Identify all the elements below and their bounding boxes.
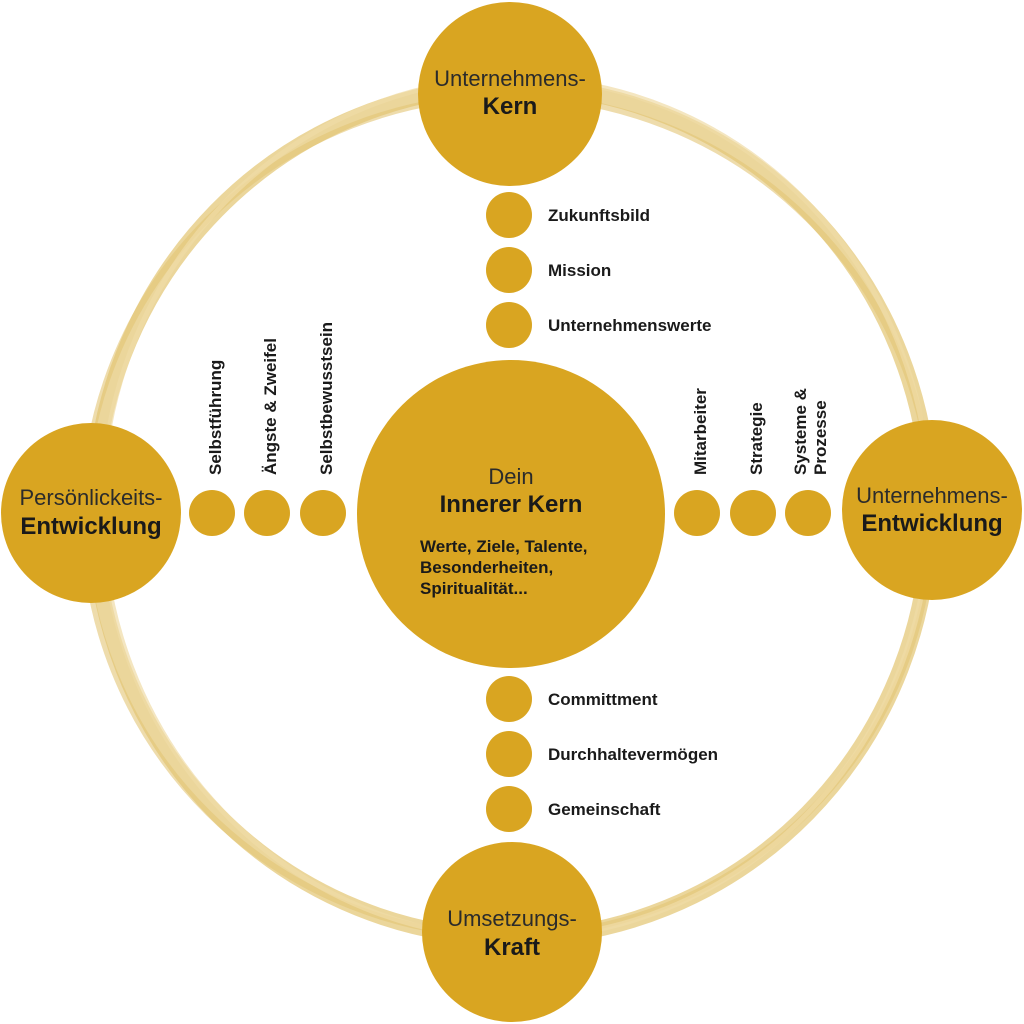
bottom-item-label: Durchhaltevermögen xyxy=(548,745,718,764)
bottom-node: Umsetzungs- Kraft xyxy=(422,842,602,1022)
left-item-dot xyxy=(244,490,290,536)
left-node: Persönlickeits- Entwicklung xyxy=(1,423,181,603)
right-node-light: Unternehmens- xyxy=(856,483,1008,508)
right-item-dot xyxy=(730,490,776,536)
left-item-dot xyxy=(300,490,346,536)
left-item-label: Ängste & Zweifel xyxy=(261,338,280,475)
left-item-label: Selbstbewusstsein xyxy=(317,322,336,475)
left-item-dot xyxy=(189,490,235,536)
top-item-dot xyxy=(486,302,532,348)
top-items: Zukunftsbild Mission Unternehmenswerte xyxy=(486,192,711,348)
left-item-label: Selbstführung xyxy=(206,360,225,475)
bottom-item-label: Gemeinschaft xyxy=(548,800,661,819)
center-bold: Innerer Kern xyxy=(440,491,583,518)
right-node: Unternehmens- Entwicklung xyxy=(842,420,1022,600)
top-item-label: Zukunftsbild xyxy=(548,206,650,225)
bottom-node-bold: Kraft xyxy=(484,934,540,961)
top-item-dot xyxy=(486,247,532,293)
top-item-label: Mission xyxy=(548,261,611,280)
right-item-label-line-2: Prozesse xyxy=(811,400,830,475)
top-node-bold: Kern xyxy=(483,93,538,120)
bottom-node-light: Umsetzungs- xyxy=(447,906,577,931)
center-sub-line-1: Werte, Ziele, Talente, xyxy=(420,537,588,556)
bottom-item-label: Committment xyxy=(548,690,658,709)
left-items: Selbstführung Ängste & Zweifel Selbstbew… xyxy=(189,322,346,536)
center-node: Dein Innerer Kern Werte, Ziele, Talente,… xyxy=(357,360,665,668)
left-node-bold: Entwicklung xyxy=(20,513,161,540)
top-node: Unternehmens- Kern xyxy=(418,2,602,186)
right-item-label: Mitarbeiter xyxy=(691,388,710,475)
left-node-light: Persönlickeits- xyxy=(19,485,162,510)
right-node-bold: Entwicklung xyxy=(861,510,1002,537)
right-item-dot xyxy=(785,490,831,536)
bottom-items: Committment Durchhaltevermögen Gemeinsch… xyxy=(486,676,718,832)
bottom-item-dot xyxy=(486,731,532,777)
center-sub-line-2: Besonderheiten, xyxy=(420,558,553,577)
bottom-item-dot xyxy=(486,676,532,722)
right-item-dot xyxy=(674,490,720,536)
right-item-label-line-1: Systeme & xyxy=(791,388,810,475)
top-item-label: Unternehmenswerte xyxy=(548,316,711,335)
top-node-light: Unternehmens- xyxy=(434,66,586,91)
right-items: Mitarbeiter Strategie Systeme & Prozesse xyxy=(674,388,831,536)
right-item-label: Strategie xyxy=(747,402,766,475)
center-light: Dein xyxy=(488,464,533,489)
bottom-item-dot xyxy=(486,786,532,832)
center-sub-line-3: Spiritualität... xyxy=(420,579,528,598)
top-item-dot xyxy=(486,192,532,238)
